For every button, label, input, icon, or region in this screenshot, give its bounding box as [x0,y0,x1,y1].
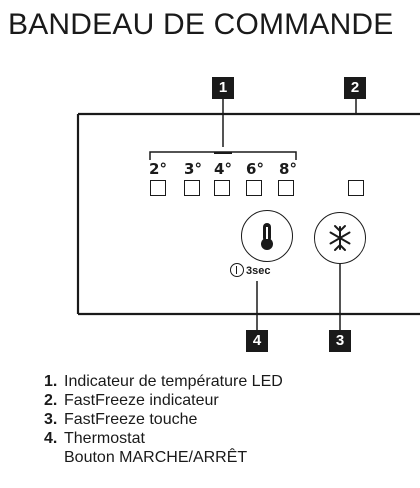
temperature-led-4 [214,180,230,196]
legend-text: FastFreeze touche [64,411,198,428]
temperature-led-8 [278,180,294,196]
thermometer-icon [260,222,273,250]
legend-number [44,448,64,467]
snowflake-icon [329,224,350,251]
onoff-hint: 3sec [230,263,270,277]
legend-text: FastFreeze indicateur [64,392,219,409]
callout-4: 4 [246,330,268,352]
fastfreeze-button[interactable] [314,212,366,264]
temperature-led-2 [150,180,166,196]
legend-number: 3. [44,411,58,428]
control-panel-drawing [76,99,420,330]
onoff-duration: 3sec [246,265,271,277]
legend-item: 4. Thermostat [44,429,283,448]
thermostat-button[interactable] [241,210,293,262]
fastfreeze-led [348,180,364,196]
callout-3: 3 [329,330,351,352]
legend-item: 3. FastFreeze touche [44,410,283,429]
legend-text: Bouton MARCHE/ARRÊT [64,449,248,466]
callout-2: 2 [344,77,366,99]
legend-number: 1. [44,373,58,390]
legend-text: Thermostat [64,430,145,447]
legend-item: Bouton MARCHE/ARRÊT [44,448,283,467]
power-icon [230,263,244,277]
temperature-led-6 [246,180,262,196]
temperature-label-2: 2° [149,160,167,178]
legend-number: 4. [44,430,58,447]
legend-item: 2. FastFreeze indicateur [44,391,283,410]
temperature-label-3: 3° [184,160,202,178]
panel-outline [76,112,420,316]
callout-1: 1 [212,77,234,99]
legend: 1. Indicateur de température LED 2. FastFr… [44,372,283,467]
temperature-label-6: 6° [246,160,264,178]
legend-item: 1. Indicateur de température LED [44,372,283,391]
page-title: BANDEAU DE COMMANDE [8,8,394,41]
temperature-label-4: 4° [214,160,232,178]
legend-text: Indicateur de température LED [64,373,283,390]
temperature-led-3 [184,180,200,196]
legend-number: 2. [44,392,58,409]
temperature-label-8: 8° [279,160,297,178]
